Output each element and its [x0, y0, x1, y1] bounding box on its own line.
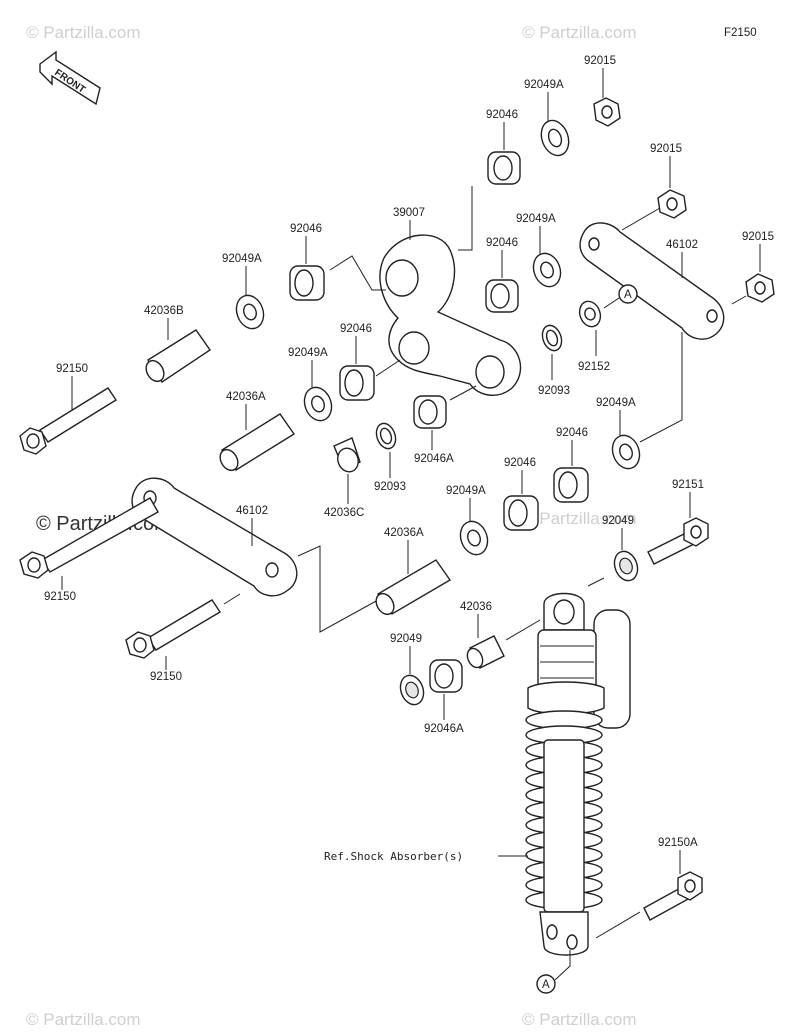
watermark-top-left: © Partzilla.com [26, 23, 141, 42]
seal-92049-right [613, 550, 639, 582]
collar-42036C [333, 437, 361, 473]
bearing-92046-r3 [503, 495, 539, 531]
bearing-92046-top [487, 151, 521, 185]
bolt-92150-top [19, 387, 117, 455]
label-92093-right: 92093 [538, 385, 570, 397]
label-92049-low: 92049 [390, 633, 422, 645]
label-92046-r3: 92046 [504, 457, 536, 469]
seal-92049A-right [611, 434, 641, 470]
front-arrow-icon: FRONT [39, 50, 101, 106]
label-92015-right: 92015 [742, 231, 774, 243]
bolt-92150-bottom [125, 599, 221, 659]
callout-a-top-label: A [624, 289, 632, 301]
sleeve-42036A-top [219, 413, 295, 472]
label-92150-bottom: 92150 [150, 671, 182, 683]
bearing-92046-leftcenter [339, 365, 375, 401]
watermark-bottom-right: © Partzilla.com [522, 1010, 637, 1029]
bolt-92150A [643, 871, 703, 921]
bearing-92046A-low [429, 659, 463, 693]
sleeve-42036B [145, 329, 211, 383]
label-46102-left: 46102 [236, 505, 268, 517]
figure-code: F2150 [724, 27, 757, 39]
seal-92049A-r3 [459, 520, 489, 556]
tie-rod-46102-left [131, 477, 298, 597]
tie-rod-46102-right [579, 222, 725, 340]
label-92015-top: 92015 [584, 55, 616, 67]
label-92046-center: 92046 [486, 237, 518, 249]
label-92049A-left: 92049A [222, 253, 262, 265]
label-92151: 92151 [672, 479, 704, 491]
label-92049A-right: 92049A [596, 397, 636, 409]
label-42036A-mid: 42036A [384, 527, 424, 539]
label-92046-top: 92046 [486, 109, 518, 121]
label-92152: 92152 [578, 361, 610, 373]
collar-42036 [466, 635, 505, 669]
label-42036B: 42036B [144, 305, 184, 317]
label-42036A-top: 42036A [226, 391, 266, 403]
collar-92152 [578, 300, 602, 328]
label-92046-left: 92046 [290, 223, 322, 235]
label-92150A: 92150A [658, 837, 698, 849]
seal-92049A-top [540, 119, 570, 157]
bearing-92046A-top [413, 395, 447, 429]
label-92046A-low: 92046A [424, 723, 464, 735]
label-92049A-leftcenter: 92049A [288, 347, 328, 359]
label-92049A-r3: 92049A [446, 485, 486, 497]
seal-92049A-left [235, 294, 265, 330]
label-46102-right: 46102 [666, 239, 698, 251]
ref-shock-absorber-label: Ref.Shock Absorber(s) [324, 850, 463, 863]
nut-92015-right [745, 273, 775, 303]
seal-92049A-center [532, 252, 562, 288]
label-92150-top: 92150 [56, 363, 88, 375]
callout-a-bottom [536, 974, 556, 994]
callout-a-top [618, 284, 638, 304]
label-92093-lower: 92093 [374, 481, 406, 493]
nut-92015-mid [657, 189, 687, 219]
watermark-mid-right: © Partzilla.com [522, 509, 637, 528]
label-92049A-center: 92049A [516, 213, 556, 225]
bearing-92046-r2 [553, 467, 589, 503]
washer-92093-right [541, 324, 563, 352]
label-92015-mid: 92015 [650, 143, 682, 155]
shock-absorber [525, 592, 631, 956]
bolt-92151 [647, 517, 709, 565]
seal-92049-low [399, 674, 425, 706]
bearing-92046-center [485, 279, 519, 313]
label-92046-leftcenter: 92046 [340, 323, 372, 335]
label-92046-r2: 92046 [556, 427, 588, 439]
label-39007: 39007 [393, 207, 425, 219]
label-92049-right: 92049 [602, 515, 634, 527]
sleeve-42036A-mid [375, 559, 452, 616]
watermark-top-right: © Partzilla.com [522, 23, 637, 42]
washer-92093-lower [375, 422, 397, 450]
label-92046A-top: 92046A [414, 453, 454, 465]
watermark-bottom-left: © Partzilla.com [26, 1010, 141, 1029]
label-42036: 42036 [460, 601, 492, 613]
callout-a-bottom-label: A [542, 979, 550, 991]
label-42036C: 42036C [324, 507, 364, 519]
bearing-92046-left [289, 265, 325, 301]
label-92150-left: 92150 [44, 591, 76, 603]
label-92049A-top: 92049A [524, 79, 564, 91]
bolt-92150-left [19, 497, 159, 579]
rocker-arm-39007 [379, 234, 522, 396]
seal-92049A-leftcenter [303, 386, 333, 422]
nut-92015-top [593, 97, 621, 127]
